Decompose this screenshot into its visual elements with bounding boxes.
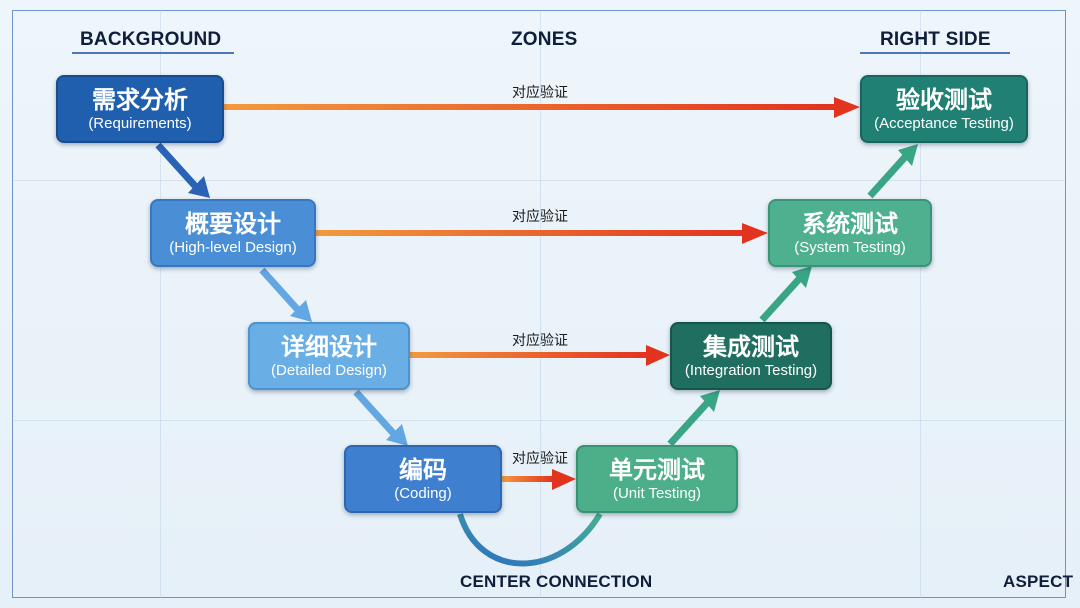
verify-label-2: 对应验证	[512, 209, 568, 225]
grid-line	[12, 180, 1066, 181]
node-high-level-design: 概要设计 (High-level Design)	[150, 199, 316, 267]
header-left-underline	[72, 52, 234, 54]
node-title: 验收测试	[896, 86, 992, 114]
node-subtitle: (Unit Testing)	[612, 485, 702, 502]
node-system-testing: 系统测试 (System Testing)	[768, 199, 932, 267]
node-title: 系统测试	[802, 210, 898, 238]
verify-label-3: 对应验证	[512, 333, 568, 349]
center-connection-curve	[457, 512, 603, 567]
verify-label-1: 对应验证	[512, 85, 568, 101]
verify-arrow-4	[502, 469, 576, 490]
node-title: 概要设计	[185, 210, 281, 238]
grid-line	[540, 10, 541, 598]
node-unit-testing: 单元测试 (Unit Testing)	[576, 445, 738, 513]
verify-arrow-2	[316, 223, 768, 244]
node-subtitle: (System Testing)	[794, 239, 906, 256]
down-arrow-1	[155, 142, 210, 198]
node-title: 详细设计	[281, 333, 377, 361]
header-right-underline	[860, 52, 1010, 54]
up-arrow-3	[867, 144, 918, 199]
node-detailed-design: 详细设计 (Detailed Design)	[248, 322, 410, 390]
node-subtitle: (Requirements)	[88, 115, 192, 132]
node-subtitle: (Acceptance Testing)	[874, 115, 1014, 132]
up-arrow-1	[667, 390, 720, 447]
up-arrow-2	[759, 266, 812, 323]
node-integration-testing: 集成测试 (Integration Testing)	[670, 322, 832, 390]
node-title: 单元测试	[609, 456, 705, 484]
node-subtitle: (Coding)	[394, 485, 452, 502]
verify-arrow-1	[224, 97, 860, 118]
verify-arrow-3	[410, 345, 670, 366]
down-arrow-3	[353, 389, 408, 446]
node-title: 集成测试	[703, 333, 799, 361]
down-arrow-2	[259, 267, 312, 322]
node-title: 编码	[399, 456, 447, 484]
grid-line	[12, 420, 1066, 421]
node-subtitle: (Integration Testing)	[684, 362, 818, 379]
grid-line	[920, 10, 921, 598]
grid-line	[160, 10, 161, 598]
header-right: RIGHT SIDE	[880, 29, 991, 50]
verify-label-4: 对应验证	[512, 451, 568, 467]
node-acceptance-testing: 验收测试 (Acceptance Testing)	[860, 75, 1028, 143]
diagram-frame	[12, 10, 1066, 598]
footer-center-connection: CENTER CONNECTION	[460, 572, 653, 591]
header-center: ZONES	[511, 29, 578, 50]
node-subtitle: (Detailed Design)	[271, 362, 387, 379]
header-left: BACKGROUND	[80, 29, 222, 50]
footer-aspect: ASPECT	[1003, 572, 1074, 591]
node-coding: 编码 (Coding)	[344, 445, 502, 513]
node-requirements: 需求分析 (Requirements)	[56, 75, 224, 143]
node-title: 需求分析	[92, 86, 188, 114]
node-subtitle: (High-level Design)	[169, 239, 297, 256]
